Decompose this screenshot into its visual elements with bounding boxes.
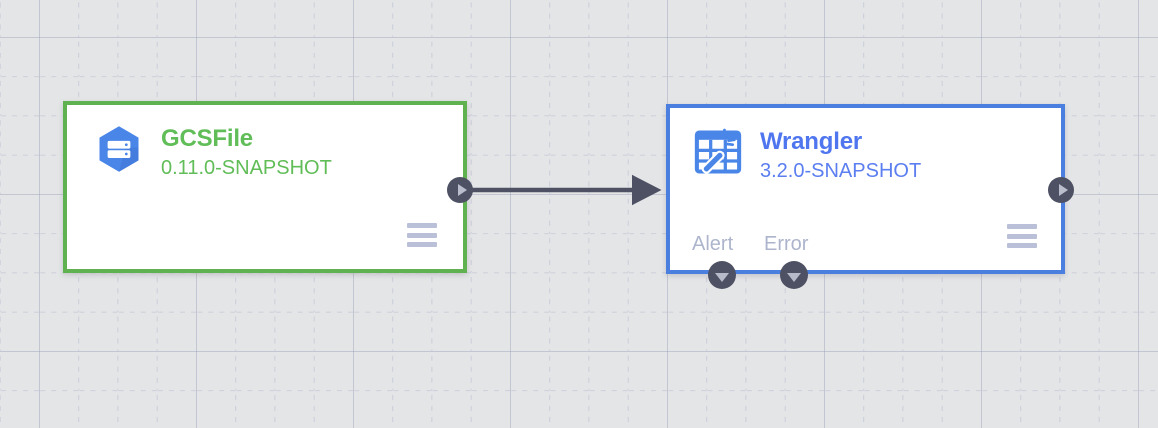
node-gcsfile-header: GCSFile 0.11.0-SNAPSHOT bbox=[93, 123, 332, 181]
node-wrangler-output-port[interactable] bbox=[1048, 177, 1074, 203]
wrangler-magic-wand-icon bbox=[694, 128, 742, 174]
node-wrangler-menu-button[interactable] bbox=[1007, 224, 1037, 248]
node-gcsfile[interactable]: GCSFile 0.11.0-SNAPSHOT bbox=[63, 101, 467, 273]
node-gcsfile-menu-button[interactable] bbox=[407, 223, 437, 247]
node-gcsfile-output-port[interactable] bbox=[447, 177, 473, 203]
node-gcsfile-version: 0.11.0-SNAPSHOT bbox=[161, 157, 332, 179]
hamburger-bar bbox=[407, 223, 437, 228]
hamburger-bar bbox=[1007, 224, 1037, 229]
hamburger-bar bbox=[407, 232, 437, 238]
gcs-bucket-icon bbox=[99, 126, 139, 172]
node-wrangler-alert-port-label: Alert bbox=[692, 233, 734, 255]
node-wrangler[interactable]: Wrangler 3.2.0-SNAPSHOT Alert Error bbox=[666, 104, 1065, 274]
node-wrangler-error-port-label: Error bbox=[764, 233, 809, 255]
node-wrangler-alert-port[interactable] bbox=[708, 261, 736, 289]
node-gcsfile-titles: GCSFile 0.11.0-SNAPSHOT bbox=[161, 123, 332, 181]
hamburger-bar bbox=[1007, 243, 1037, 248]
hamburger-bar bbox=[1007, 233, 1037, 239]
node-wrangler-titles: Wrangler 3.2.0-SNAPSHOT bbox=[760, 126, 921, 184]
node-gcsfile-name: GCSFile bbox=[161, 125, 253, 152]
hamburger-bar bbox=[407, 242, 437, 247]
node-wrangler-name: Wrangler bbox=[760, 128, 862, 155]
node-wrangler-error-port[interactable] bbox=[780, 261, 808, 289]
node-wrangler-header: Wrangler 3.2.0-SNAPSHOT bbox=[692, 126, 921, 184]
node-wrangler-version: 3.2.0-SNAPSHOT bbox=[760, 160, 922, 182]
